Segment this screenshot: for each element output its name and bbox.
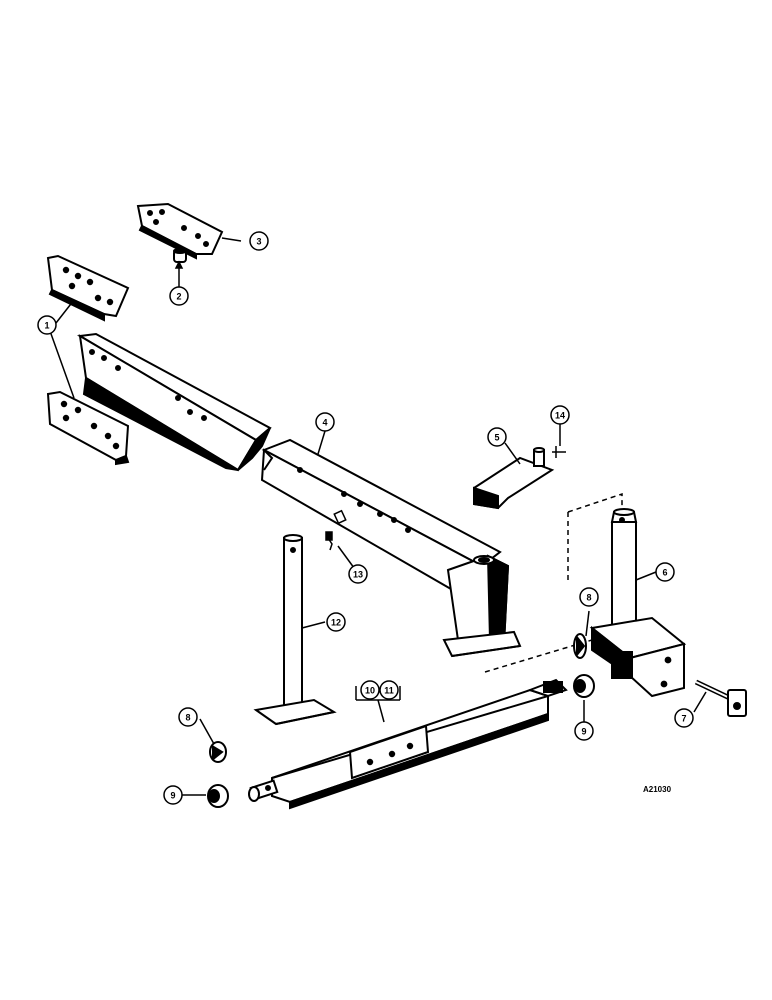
callout-13: 13	[348, 564, 368, 584]
callout-14: 14	[550, 405, 570, 425]
part-2-bushing	[173, 248, 187, 263]
alignment-dashed-line	[484, 492, 623, 673]
svg-text:6: 6	[662, 568, 667, 578]
part-5-bracket	[473, 447, 555, 510]
part-12-stand	[253, 534, 337, 726]
callout-8-right: 8	[579, 587, 599, 607]
svg-text:7: 7	[681, 714, 686, 724]
svg-text:5: 5	[494, 433, 499, 443]
part-4-main-beam	[76, 332, 522, 658]
callout-12: 12	[326, 612, 346, 632]
svg-text:3: 3	[256, 237, 261, 247]
part-9-bushing-left	[207, 784, 229, 808]
part-9-bushing-right	[573, 674, 595, 698]
leader-lines	[49, 237, 707, 796]
svg-text:12: 12	[331, 618, 341, 628]
part-8-ring-right	[573, 633, 587, 659]
part-13-pin	[325, 509, 347, 551]
svg-text:8: 8	[185, 713, 190, 723]
svg-text:9: 9	[170, 791, 175, 801]
part-1-side-plate-lower	[46, 390, 130, 466]
part-6-swivel-post	[589, 508, 687, 698]
svg-text:8: 8	[586, 593, 591, 603]
svg-text:1: 1	[44, 321, 49, 331]
part-8-ring-left	[209, 741, 227, 763]
svg-text:11: 11	[384, 686, 394, 696]
callout-8-left: 8	[178, 707, 198, 727]
callout-3: 3	[249, 231, 269, 251]
callouts: 1 2 3 4 5 14 13 12 6 8 9 7 8 9 10 11	[37, 231, 694, 805]
svg-text:9: 9	[581, 727, 586, 737]
part-3-bracket-plate	[136, 202, 224, 260]
callout-10-11-group: 10 11	[355, 680, 401, 701]
svg-text:4: 4	[322, 418, 327, 428]
part-1-side-plate-upper	[46, 254, 130, 322]
callout-10: 10	[360, 680, 380, 700]
callout-2: 2	[169, 286, 189, 306]
svg-text:2: 2	[176, 292, 181, 302]
callout-9-left: 9	[163, 785, 183, 805]
callout-1: 1	[37, 315, 57, 335]
callout-11: 11	[379, 680, 399, 700]
part-10-11-tongue	[248, 678, 568, 810]
part-14-cotter	[552, 446, 566, 458]
callout-9-right: 9	[574, 721, 594, 741]
callout-6: 6	[655, 562, 675, 582]
callout-7: 7	[674, 708, 694, 728]
callout-4: 4	[315, 412, 335, 432]
svg-text:14: 14	[555, 411, 565, 421]
figure-reference: A21030	[643, 785, 672, 794]
svg-text:10: 10	[365, 686, 375, 696]
part-7-hitch-pin	[694, 679, 747, 717]
svg-text:13: 13	[353, 570, 363, 580]
callout-5: 5	[487, 427, 507, 447]
